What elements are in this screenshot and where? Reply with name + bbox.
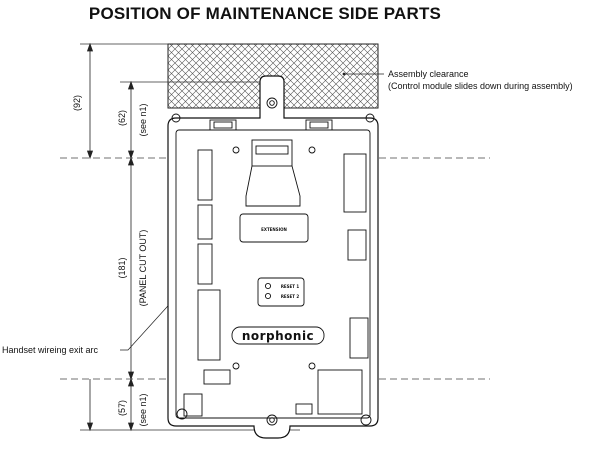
norphonic-logo: norphonic bbox=[242, 329, 314, 343]
top-connector-left-inner bbox=[213, 121, 233, 129]
left-connector-4 bbox=[197, 289, 221, 361]
dim-181-arrow-top bbox=[127, 156, 135, 166]
extension-label: EXTENSION bbox=[261, 227, 287, 232]
clearance-label-line1: Assembly clearance bbox=[388, 69, 469, 79]
dim-57-note: (see n1) bbox=[138, 393, 148, 426]
dim-57-label: (57) bbox=[117, 400, 127, 416]
hole-bottom-inner bbox=[269, 417, 275, 423]
right-connector-3 bbox=[349, 317, 369, 359]
mount-top-left bbox=[171, 113, 181, 123]
via-4 bbox=[308, 362, 316, 370]
main-connector-pins bbox=[255, 145, 289, 155]
handset-leader bbox=[120, 296, 177, 351]
dim-62-label: (62) bbox=[117, 110, 127, 126]
mount-bottom-right bbox=[360, 414, 372, 426]
bottom-right-block bbox=[317, 369, 363, 415]
dim-92-arrow-bottom bbox=[86, 150, 94, 160]
clearance-leader-dot bbox=[342, 72, 346, 76]
reset-button-2 bbox=[264, 292, 272, 300]
dim-181-note: (PANEL CUT OUT) bbox=[138, 230, 148, 307]
logo-frame bbox=[231, 326, 325, 345]
via-2 bbox=[308, 146, 316, 154]
bottom-mid-connector bbox=[295, 403, 313, 415]
left-connector-3 bbox=[197, 243, 213, 285]
hole-top bbox=[266, 97, 278, 109]
top-connector-left bbox=[209, 119, 237, 131]
reset1-label: RESET 1 bbox=[281, 284, 300, 289]
hole-top-inner bbox=[269, 100, 275, 106]
right-connector-1 bbox=[343, 153, 367, 213]
dim-57-arrow-bottom bbox=[127, 422, 135, 432]
left-connector-2 bbox=[197, 204, 213, 240]
via-1 bbox=[232, 146, 240, 154]
hole-bottom bbox=[266, 414, 278, 426]
bottom-left-connector-2 bbox=[183, 393, 203, 417]
dim-62-arrow-bottom bbox=[127, 150, 135, 160]
dim-181-label: (181) bbox=[117, 257, 127, 278]
right-connector-2 bbox=[347, 229, 367, 261]
dim-62-note: (see n1) bbox=[138, 103, 148, 136]
dim-57-arrow-top bbox=[127, 377, 135, 387]
mount-bottom-left bbox=[176, 408, 188, 420]
reset2-label: RESET 2 bbox=[281, 294, 300, 299]
dim-outer-arrow-bottom bbox=[86, 422, 94, 432]
top-connector-right-inner bbox=[309, 121, 329, 129]
main-connector-bracket bbox=[245, 165, 301, 207]
clearance-label-line2: (Control module slides down during assem… bbox=[388, 81, 573, 91]
main-connector bbox=[251, 139, 293, 167]
reset-button-1 bbox=[264, 282, 272, 290]
top-connector-right bbox=[305, 119, 333, 131]
reset-switch-box bbox=[257, 277, 305, 307]
left-connector-1 bbox=[197, 149, 213, 201]
dim-92-label: (92) bbox=[72, 95, 82, 111]
control-module-board bbox=[167, 75, 379, 439]
via-3 bbox=[232, 362, 240, 370]
diagram-title: POSITION OF MAINTENANCE SIDE PARTS bbox=[88, 4, 442, 23]
handset-label: Handset wireing exit arc bbox=[2, 345, 99, 355]
dim-181-arrow-bottom bbox=[127, 371, 135, 381]
dim-62-arrow-top bbox=[127, 80, 135, 90]
extension-socket bbox=[239, 213, 309, 243]
mount-top-right bbox=[365, 113, 375, 123]
bottom-left-connector bbox=[203, 369, 231, 385]
dim-92-arrow-top bbox=[86, 42, 94, 52]
